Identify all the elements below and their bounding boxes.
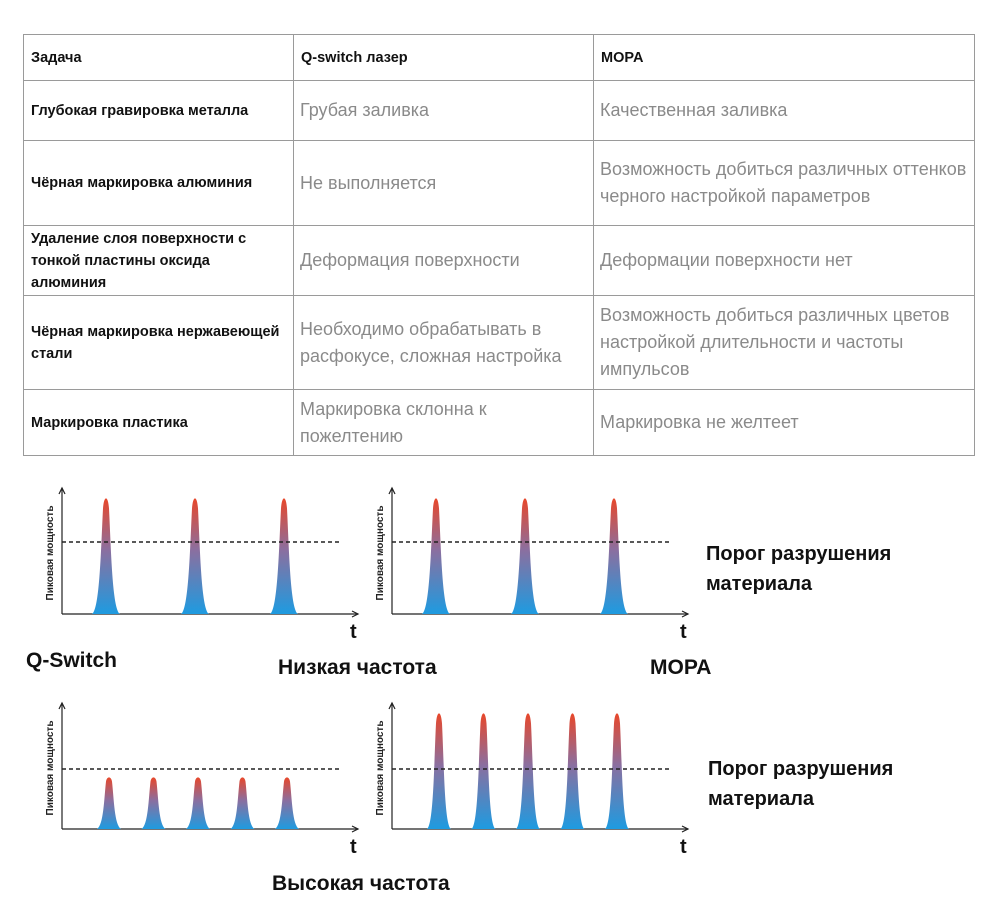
pulse bbox=[275, 777, 299, 829]
y-axis-arrow bbox=[388, 701, 396, 710]
mopa-cell: Деформации поверхности нет bbox=[593, 225, 975, 296]
y-axis-label: Пиковая мощность bbox=[375, 721, 386, 816]
label-threshold-low: Порог разрушения материала bbox=[706, 543, 892, 595]
chart-mopa-high-frequency: Пиковая мощность t bbox=[375, 701, 690, 858]
table-row: Маркировка пластика Маркировка склонна к… bbox=[23, 389, 975, 456]
mopa-cell: Возможность добиться различных оттенков … bbox=[593, 140, 975, 226]
comparison-table: Задача Q-switch лазер MOPA Глубокая грав… bbox=[23, 34, 975, 456]
pulse bbox=[600, 498, 628, 614]
task-cell: Удаление слоя поверхности с тонкой пласт… bbox=[23, 225, 294, 296]
qswitch-cell: Не выполняется bbox=[293, 140, 594, 226]
pulse bbox=[230, 777, 255, 829]
table-header-row: Задача Q-switch лазер MOPA bbox=[23, 34, 975, 81]
qswitch-cell: Необходимо обрабатывать в расфокусе, сло… bbox=[293, 295, 594, 390]
label-qswitch: Q-Switch bbox=[26, 649, 118, 672]
pulse bbox=[97, 777, 121, 829]
pulse bbox=[186, 777, 210, 829]
task-cell: Чёрная маркировка алюминия bbox=[23, 140, 294, 226]
x-axis-arrow bbox=[351, 825, 360, 833]
mopa-cell: Маркировка не желтеет bbox=[593, 389, 975, 456]
y-axis-arrow bbox=[58, 701, 66, 710]
pulse bbox=[605, 713, 629, 829]
table-row: Чёрная маркировка алюминия Не выполняетс… bbox=[23, 140, 975, 226]
x-axis-label: t bbox=[350, 621, 357, 643]
task-cell: Глубокая гравировка металла bbox=[23, 80, 294, 141]
mopa-cell: Возможность добиться различных цветов на… bbox=[593, 295, 975, 390]
qswitch-cell: Маркировка склонна к пожелтению bbox=[293, 389, 594, 456]
x-axis-arrow bbox=[351, 610, 360, 618]
pulse bbox=[560, 713, 585, 829]
y-axis-arrow bbox=[58, 486, 66, 495]
header-qswitch: Q-switch лазер bbox=[293, 34, 594, 81]
qswitch-cell: Грубая заливка bbox=[293, 80, 594, 141]
x-axis-arrow bbox=[681, 610, 690, 618]
pulse bbox=[516, 713, 540, 829]
y-axis-label: Пиковая мощность bbox=[45, 721, 56, 816]
table-row: Чёрная маркировка нержавеющей стали Необ… bbox=[23, 295, 975, 390]
pulse bbox=[270, 498, 298, 614]
label-high-frequency: Высокая частота bbox=[272, 872, 450, 895]
y-axis-arrow bbox=[388, 486, 396, 495]
chart-qswitch-low-frequency: Пиковая мощность t bbox=[45, 486, 360, 643]
mopa-cell: Качественная заливка bbox=[593, 80, 975, 141]
task-cell: Маркировка пластика bbox=[23, 389, 294, 456]
pulse bbox=[422, 498, 450, 614]
table-row: Глубокая гравировка металла Грубая залив… bbox=[23, 80, 975, 141]
label-low-frequency: Низкая частота bbox=[278, 656, 437, 679]
y-axis-label: Пиковая мощность bbox=[45, 506, 56, 601]
chart-qswitch-high-frequency: Пиковая мощность t bbox=[45, 701, 360, 858]
qswitch-cell: Деформация поверхности bbox=[293, 225, 594, 296]
table-row: Удаление слоя поверхности с тонкой пласт… bbox=[23, 225, 975, 296]
x-axis-label: t bbox=[350, 836, 357, 858]
x-axis-arrow bbox=[681, 825, 690, 833]
pulse bbox=[471, 713, 496, 829]
pulse bbox=[181, 498, 209, 614]
task-cell: Чёрная маркировка нержавеющей стали bbox=[23, 295, 294, 390]
label-threshold-high: Порог разрушения материала bbox=[708, 758, 894, 810]
pulse bbox=[92, 498, 120, 614]
chart-mopa-low-frequency: Пиковая мощность t bbox=[375, 486, 690, 643]
y-axis-label: Пиковая мощность bbox=[375, 506, 386, 601]
pulse bbox=[141, 777, 166, 829]
label-mopa: MOPA bbox=[650, 656, 712, 679]
pulse bbox=[427, 713, 451, 829]
header-task: Задача bbox=[23, 34, 294, 81]
x-axis-label: t bbox=[680, 836, 687, 858]
pulse bbox=[511, 498, 539, 614]
x-axis-label: t bbox=[680, 621, 687, 643]
